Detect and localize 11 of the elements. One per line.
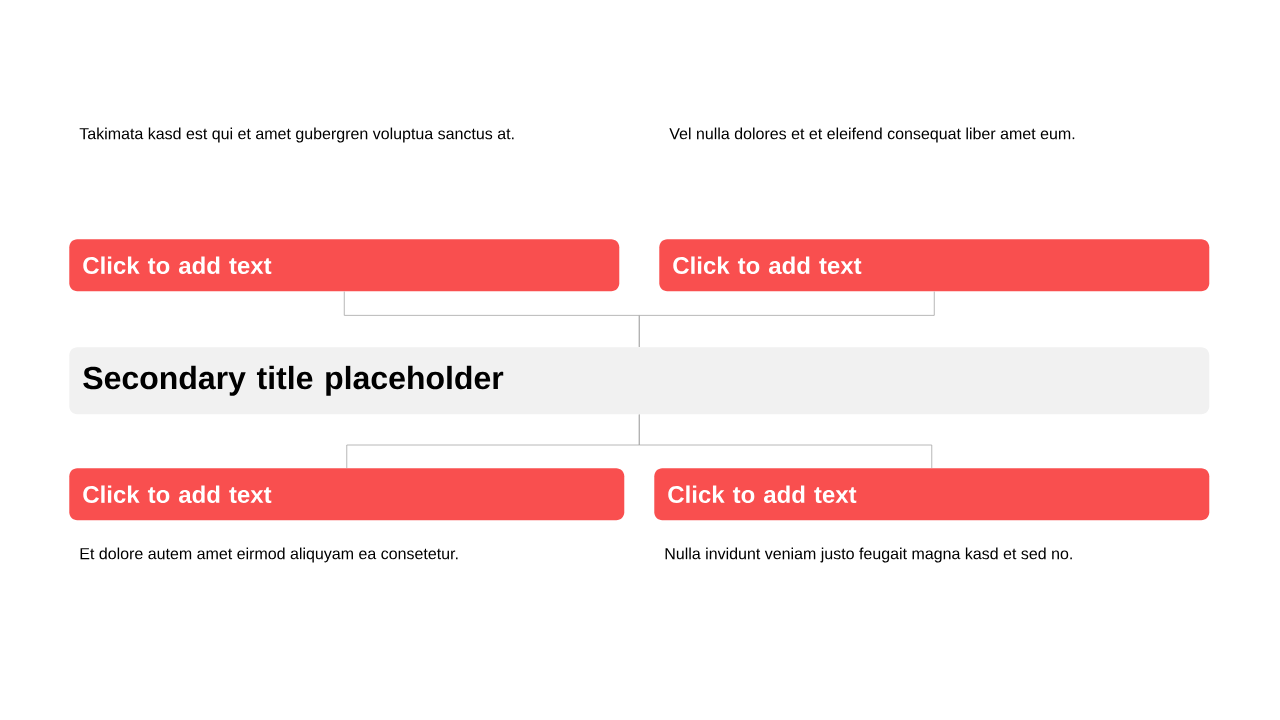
description-text: Takimata kasd est qui et amet gubergren voluptua sanctus at.: [79, 127, 514, 143]
description-text: Vel nulla dolores et et eleifend consequat liber amet eum.: [669, 127, 1075, 143]
heading-box: Click to add text: [659, 239, 1210, 292]
description-text: Nulla invidunt veniam justo feugait magna kasd et sed no.: [665, 547, 1072, 563]
heading-box: Click to add text: [69, 468, 625, 521]
description-text: Et dolore autem amet eirmod aliquyam ea consetetur.: [80, 547, 458, 563]
connector-line: [638, 414, 933, 469]
title-box: Secondary title placeholder: [69, 347, 1210, 415]
connector-line: [638, 291, 935, 348]
heading-box: Click to add text: [69, 239, 620, 292]
heading-box: Click to add text: [654, 468, 1210, 521]
